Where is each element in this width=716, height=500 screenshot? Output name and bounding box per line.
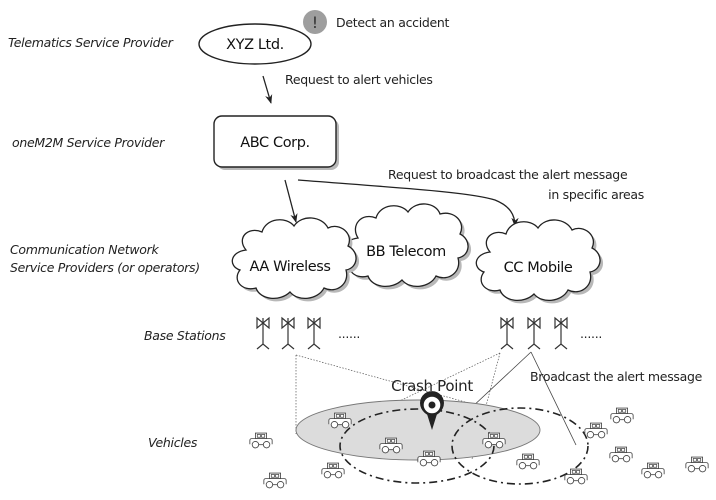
row-label-onem2m: oneM2M Service Provider — [12, 135, 165, 150]
node-operator-b-label: BB Telecom — [366, 244, 446, 260]
node-operator-c-label: CC Mobile — [504, 260, 573, 276]
car-icon — [516, 453, 540, 470]
node-operator-a-label: AA Wireless — [249, 259, 330, 275]
coverage-area-c — [451, 407, 589, 485]
ellipsis-more-stations: ...... — [580, 326, 602, 341]
exclamation-icon — [303, 10, 327, 34]
base-station-tower-icon — [281, 317, 295, 350]
node-onem2m-provider-label: ABC Corp. — [240, 135, 310, 151]
node-onem2m-provider: ABC Corp. — [213, 115, 339, 170]
exclamation-glyph: ! — [312, 13, 318, 32]
arrow-abc-to-cc — [297, 179, 519, 227]
crash-point-label: Crash Point — [391, 377, 473, 395]
base-station-tower-icon — [554, 317, 568, 350]
alert-callout: ! Detect an accident — [303, 10, 450, 34]
car-icon — [263, 472, 287, 489]
base-station-tower-icon — [307, 317, 321, 350]
car-icon — [685, 456, 709, 473]
arrow-xyz-to-abc — [262, 75, 273, 104]
node-operator-b: BB Telecom — [343, 203, 472, 290]
node-telematics-provider: XYZ Ltd. — [198, 23, 312, 65]
alert-text: Detect an accident — [336, 15, 450, 30]
edge-label-broadcast-request-line2: in specific areas — [548, 187, 644, 202]
car-icon — [321, 462, 345, 479]
car-icon — [610, 407, 634, 424]
base-station-tower-icon — [500, 317, 514, 350]
car-icon — [584, 422, 608, 439]
node-telematics-provider-label: XYZ Ltd. — [226, 37, 284, 53]
node-operator-a: AA Wireless — [231, 217, 360, 302]
edge-label-broadcast-request-line1: Request to broadcast the alert message — [388, 167, 628, 182]
row-label-vehicles: Vehicles — [148, 435, 198, 450]
location-pin-icon — [420, 391, 444, 430]
coverage-area-a — [339, 408, 495, 484]
ellipsis-more-stations: ...... — [338, 326, 360, 341]
row-label-network-line1: Communication Network — [10, 242, 159, 257]
base-stations-group-c: ...... — [500, 317, 602, 350]
car-icon — [609, 446, 633, 463]
car-icon — [249, 432, 273, 449]
base-stations-group-a: ...... — [256, 317, 360, 350]
arrow-abc-to-aa — [284, 179, 298, 223]
car-icon — [641, 462, 665, 479]
row-label-network-line2: Service Providers (or operators) — [10, 260, 200, 275]
node-operator-c: CC Mobile — [475, 219, 604, 304]
row-label-base-stations: Base Stations — [144, 328, 226, 343]
broadcast-label: Broadcast the alert message — [530, 369, 703, 384]
base-station-tower-icon — [256, 317, 270, 350]
edge-label-request-alert: Request to alert vehicles — [285, 72, 433, 87]
car-icon — [564, 468, 588, 485]
row-label-telematics: Telematics Service Provider — [8, 35, 174, 50]
base-station-tower-icon — [527, 317, 541, 350]
